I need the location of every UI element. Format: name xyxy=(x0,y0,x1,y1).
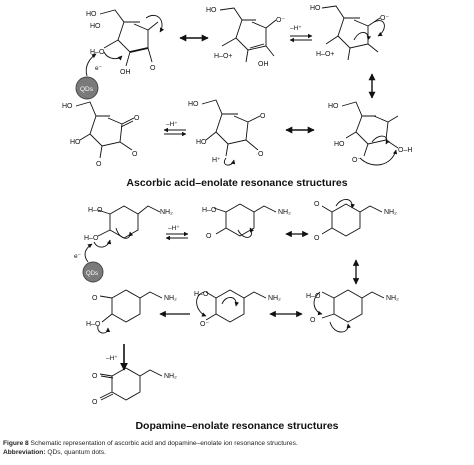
nh2-label: NH₂ xyxy=(164,295,177,302)
o-label: O xyxy=(132,151,138,158)
ho-label: HO xyxy=(334,141,345,148)
dopamine-structure-3: O O NH₂ xyxy=(314,199,397,242)
dopamine-structure-1: H–O H–O NH₂ xyxy=(84,205,173,248)
nh2-label: NH₂ xyxy=(386,295,399,302)
h-o-label: H–O xyxy=(194,291,209,298)
figure-label: Figure 8 xyxy=(3,440,29,447)
o-label: O xyxy=(310,317,316,324)
o-label: O xyxy=(92,373,98,380)
o-label: O xyxy=(92,295,98,302)
minus-h-label: –H⁺ xyxy=(290,25,302,32)
o-label: O xyxy=(96,161,102,168)
nh2-label: NH₂ xyxy=(384,209,397,216)
o-label: O xyxy=(314,235,320,242)
ho-label: HO xyxy=(328,103,339,110)
ascorbic-structure-2: HO H–O+ OH O⁻ xyxy=(206,7,285,68)
quantum-dot-1: QDs e⁻ xyxy=(75,53,103,100)
h-o-label: H–O xyxy=(202,207,217,214)
ho-label: HO xyxy=(196,139,207,146)
minus-h-label: –H⁺ xyxy=(168,225,180,232)
abbreviation-text: QDs, quantum dots. xyxy=(47,449,106,456)
o-minus-label: O⁻ xyxy=(200,321,209,328)
qds-label: QDs xyxy=(86,271,98,277)
ascorbic-structure-6: HO HO O O O xyxy=(62,101,140,168)
o-label: O xyxy=(92,399,98,406)
deprotonation-arrow-3: –H⁺ xyxy=(165,225,189,241)
minus-h-label: –H⁺ xyxy=(106,355,118,362)
ascorbic-structure-4: HO HO O⁻ O–H xyxy=(328,101,412,166)
o-label: O xyxy=(314,201,320,208)
dopamine-structure-6: O H–O NH₂ xyxy=(86,289,177,334)
h-o-label: H–O xyxy=(306,293,321,300)
ascorbic-structure-1: HO HO H–O OH O xyxy=(86,9,165,76)
dopamine-structure-5: H–O O⁻ NH₂ xyxy=(194,289,281,328)
oh-label: OH xyxy=(258,61,269,68)
ascorbic-section-title: Ascorbic acid–enolate resonance structur… xyxy=(126,177,348,189)
nh2-label: NH₂ xyxy=(268,295,281,302)
figure-caption-text: Schematic representation of ascorbic aci… xyxy=(30,440,298,447)
abbreviation-line: Abbreviation: QDs, quantum dots. xyxy=(3,449,471,458)
dopamine-section-title: Dopamine–enolate resonance structures xyxy=(135,420,339,432)
h-plus-label: H⁺ xyxy=(212,157,221,164)
o-label: O xyxy=(134,115,140,122)
o-label: O xyxy=(260,113,266,120)
deprotonation-arrow-2: –H⁺ xyxy=(163,121,187,137)
nh2-label: NH₂ xyxy=(278,209,291,216)
oh-label: OH xyxy=(120,69,131,76)
abbreviation-label: Abbreviation: xyxy=(3,449,46,456)
ho-label: HO xyxy=(188,101,199,108)
h-o-plus-label: H–O+ xyxy=(316,51,334,58)
o-h-label: O–H xyxy=(398,147,412,154)
h-o-label: H–O xyxy=(86,321,101,328)
o-label: O xyxy=(258,151,264,158)
h-o-plus-label: H–O+ xyxy=(214,53,232,60)
deprotonation-arrow-1: –H⁺ xyxy=(289,25,313,43)
quantum-dot-2: QDs e⁻ xyxy=(74,243,104,283)
ho-label: HO xyxy=(70,139,81,146)
o-minus-label: O⁻ xyxy=(276,17,285,24)
ascorbic-structure-5: HO HO H⁺ O O xyxy=(188,99,266,166)
qds-label: QDs xyxy=(80,86,94,93)
h-o-label: H–O xyxy=(84,235,99,242)
o-minus-label: O⁻ xyxy=(380,15,389,22)
ascorbic-structure-3: HO H–O+ O⁻ xyxy=(310,5,389,61)
dopamine-structure-2: H–O O NH₂ xyxy=(202,203,291,240)
h-o-label: H–O xyxy=(90,49,105,56)
dopamine-structure-7: O O NH₂ xyxy=(92,367,177,406)
ho-label: HO xyxy=(90,23,101,30)
nh2-label: NH₂ xyxy=(164,373,177,380)
figure-caption: Figure 8 Schematic representation of asc… xyxy=(3,440,471,449)
ho-label: HO xyxy=(310,5,321,12)
minus-h-label: –H⁺ xyxy=(166,121,178,128)
h-o-label: H–O xyxy=(88,207,103,214)
o-label: O xyxy=(150,65,156,72)
deprotonation-arrow-4: –H⁺ xyxy=(106,344,128,371)
ho-label: HO xyxy=(206,7,217,14)
nh2-label: NH₂ xyxy=(160,209,173,216)
electron-label: e⁻ xyxy=(95,65,103,72)
o-minus-label: O⁻ xyxy=(352,157,361,164)
electron-label: e⁻ xyxy=(74,253,82,260)
o-label: O xyxy=(206,233,212,240)
ho-label: HO xyxy=(86,11,97,18)
dopamine-structure-4: H–O O NH₂ xyxy=(306,289,399,333)
ho-label: HO xyxy=(62,103,73,110)
